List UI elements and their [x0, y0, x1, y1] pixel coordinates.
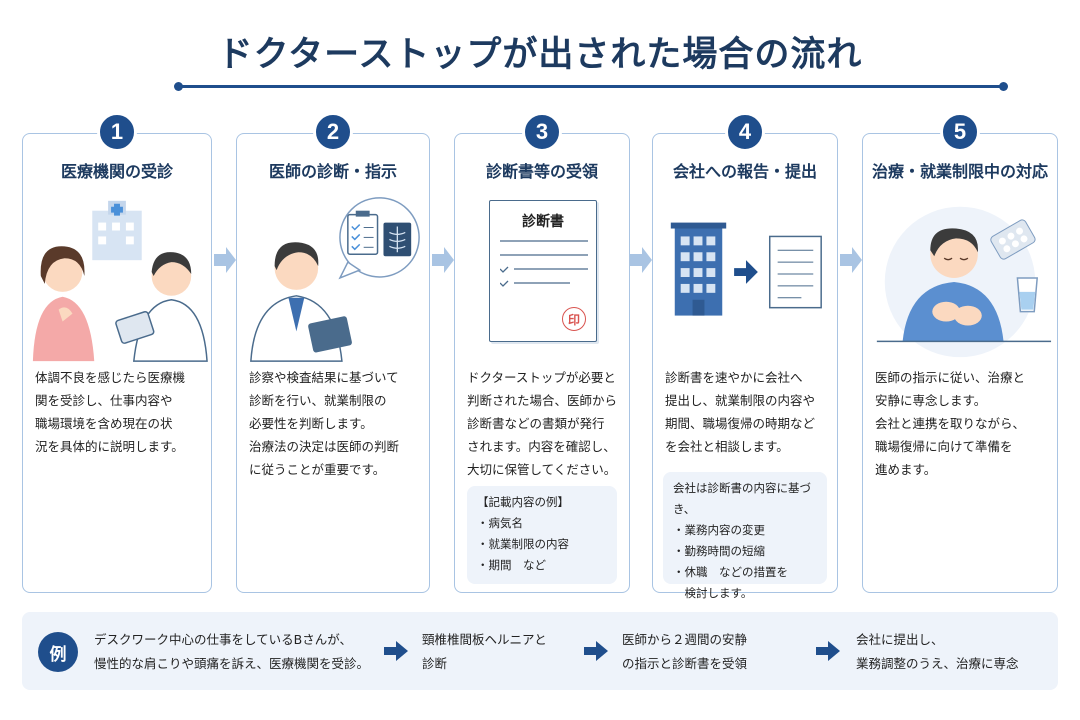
speech-bubble-icon: [338, 197, 420, 280]
step-number-badge: 4: [725, 112, 765, 152]
flow-arrow-icon: [630, 247, 652, 273]
resting-patient-illustration: [876, 206, 1052, 358]
example-step-4: 会社に提出し、 業務調整のうえ、治療に専念: [856, 632, 1019, 671]
doctor-diagnosis-illustration: [250, 197, 420, 362]
step-title: 診断書等の受領: [485, 162, 598, 181]
flow-arrow-icon: [840, 247, 862, 273]
doctor-icon: [115, 252, 208, 362]
step-number-badge: 3: [522, 112, 562, 152]
arrow-right-icon: [384, 641, 408, 661]
step-number-badge: 1: [97, 112, 137, 152]
step-description: 診断書を速やかに会社へ 提出し、就業制限の内容や 期間、職場復帰の時期など を会…: [665, 370, 816, 454]
water-glass-icon: [1016, 277, 1039, 313]
example-step-3: 医師から２週間の安静 の指示と診断書を受領: [622, 632, 748, 671]
title-underline: [174, 82, 1008, 91]
step-5-card: 5 治療・就業制限中の対応 医師の指示に従い、治療と 安静に専念します。 会社と…: [862, 112, 1058, 593]
example-step-1: デスクワーク中心の仕事をしているBさんが、 慢性的な肩こりや頭痛を訴え、医療機関…: [94, 632, 370, 671]
example-step-2: 頸椎椎間板ヘルニアと 診断: [422, 632, 547, 671]
document-icon: [768, 235, 822, 309]
doctor-icon: [250, 242, 352, 362]
page-title: ドクターストップが出された場合の流れ: [217, 35, 863, 75]
patient-man-icon: [902, 228, 1004, 342]
step-description: 医師の指示に従い、治療と 安静に専念します。 会社と連携を取りながら、 職場復帰…: [875, 370, 1026, 477]
document-contents-note: 【記載内容の例】 ・病気名 ・就業制限の内容 ・期間 など: [467, 486, 617, 584]
document-lines-icon: [500, 240, 588, 287]
seal-stamp: 印: [562, 307, 586, 331]
step-1-card: 1 医療機関の受診 体調不良を感じたら医療機 関を受診し、仕事内容や 職場環境を…: [22, 112, 212, 593]
document-title: 診断書: [522, 214, 564, 230]
office-building-icon: [670, 222, 727, 316]
step-description: 体調不良を感じたら医療機 関を受診し、仕事内容や 職場環境を含め現在の状 況を具…: [35, 370, 186, 454]
arrow-right-icon: [816, 641, 840, 661]
step-description: 診察や検査結果に基づいて 診断を行い、就業制限の 必要性を判断します。 治療法の…: [249, 370, 400, 477]
step-description: ドクターストップが必要と 判断された場合、医師から 診断書などの書類が発行 され…: [467, 370, 618, 477]
step-4-card: 4 会社への報告・提出 診断書を速やかに会社へ 提出し、就業制限の内容や 期間: [652, 112, 838, 600]
medicine-pack-icon: [990, 219, 1036, 260]
step-title: 治療・就業制限中の対応: [871, 162, 1048, 181]
medical-certificate-document: 診断書 印: [489, 200, 597, 342]
flow-arrow-icon: [214, 247, 236, 273]
step-title: 会社への報告・提出: [672, 162, 817, 181]
hospital-icon: [92, 200, 142, 261]
step-number-badge: 2: [313, 112, 353, 152]
patient-woman-icon: [32, 246, 95, 362]
doctor-consultation-illustration: [32, 200, 208, 362]
arrow-right-icon: [734, 260, 758, 284]
step-3-card: 3 診断書等の受領 診断書 印 ドクターストップが必要と 判断された場合、医師か…: [454, 112, 630, 593]
flow-arrow-icon: [432, 247, 454, 273]
company-measures-note: 会社は診断書の内容に基づき、 ・業務内容の変更 ・勤務時間の短縮 ・休職 などの…: [663, 472, 827, 600]
example-panel: 例 デスクワーク中心の仕事をしているBさんが、 慢性的な肩こりや頭痛を訴え、医療…: [22, 612, 1058, 690]
step-title: 医師の診断・指示: [268, 162, 397, 181]
step-2-card: 2 医師の診断・指示 診察や検査結果に基づいて 診断を行い、就業制限の 必要性を…: [236, 112, 430, 593]
example-badge: 例: [38, 632, 78, 672]
step-title: 医療機関の受診: [60, 162, 173, 181]
arrow-right-icon: [584, 641, 608, 661]
submit-to-company-illustration: [670, 222, 822, 316]
step-number-badge: 5: [940, 112, 980, 152]
